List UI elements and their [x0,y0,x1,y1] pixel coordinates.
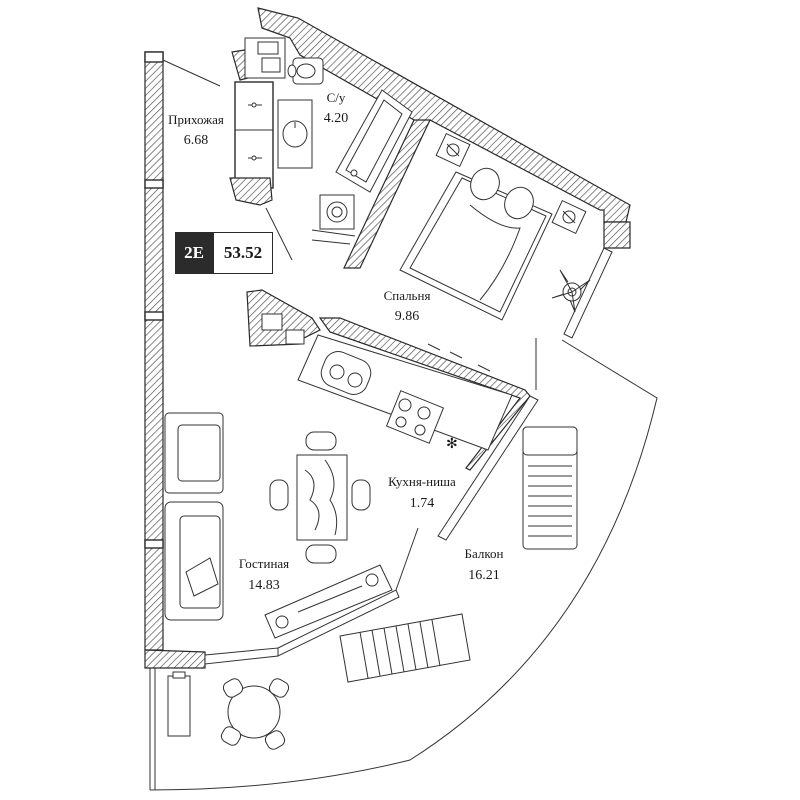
sunlounger-icon [522,426,578,550]
unit-type-badge: 2E [175,232,213,274]
living-window [204,647,279,665]
room-name-balcony: Балкон [465,546,504,561]
dining-table-icon [269,431,371,564]
room-area-bathroom: 4.20 [324,111,349,126]
hallway-wardrobe [234,81,274,189]
bedroom-window [563,247,613,339]
room-area-balcony: 16.21 [468,568,500,583]
top-wall [257,7,631,223]
kitchen-counter [297,334,513,451]
bench-icon [167,671,191,737]
room-area-kitchen: 1.74 [410,496,435,511]
bathroom-sink-icon [277,99,313,169]
toilet-icon [287,57,324,85]
room-area-bedroom: 9.86 [395,309,420,324]
room-name-bedroom: Спальня [384,288,431,303]
bathtub-icon [335,89,413,193]
kitchen-counter-wall [318,317,531,471]
sofa-icon [164,501,224,621]
washing-machine-icon [319,194,355,230]
room-name-kitchen: Кухня-ниша [388,474,456,489]
living-bottom-wall [144,649,206,669]
bed-icon [399,132,587,321]
room-name-living: Гостиная [239,556,289,571]
balcony-door [437,395,539,541]
snowflake-icon: ✻ [446,437,458,452]
bath-bedroom-wall [343,119,431,269]
room-name-bathroom: С/у [327,90,346,105]
left-exterior-wall [144,51,164,651]
armchair-icon [164,412,224,494]
room-name-hallway: Прихожая [168,112,224,127]
room-area-living: 14.83 [248,578,280,593]
sunlounger-icon-2 [339,613,471,683]
balcony-table-icon [220,678,290,750]
stove-icon [385,390,445,444]
balcony-outline [149,339,658,791]
room-area-hallway: 6.68 [184,133,209,148]
tv-console-icon [264,564,393,639]
plant-icon [551,269,591,313]
total-area-badge: 53.52 [213,232,273,274]
kitchen-wall [246,289,321,347]
